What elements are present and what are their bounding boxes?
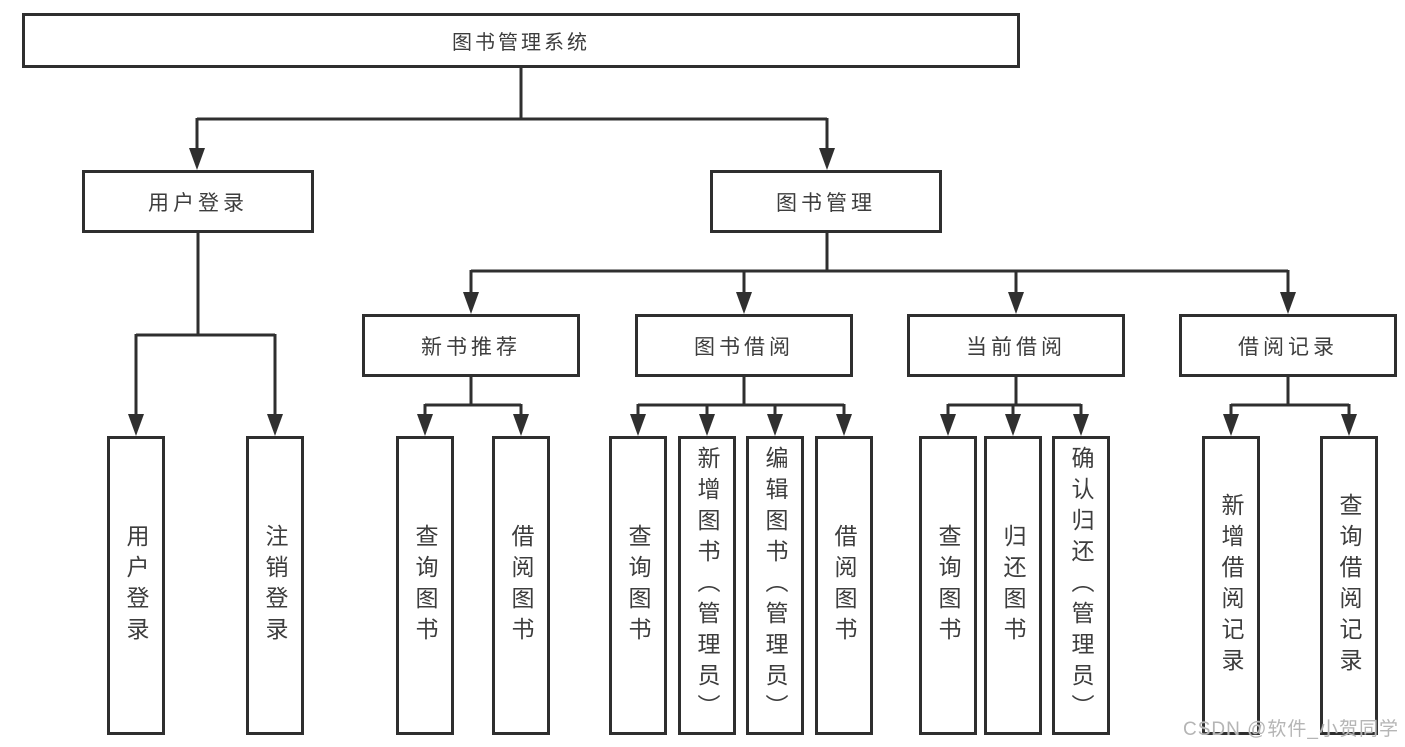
wire-book-management (469, 232, 1290, 294)
leaf-borrow-books-label: 借阅图书 (831, 523, 857, 648)
leaf-add-borrow-record-label: 新增借阅记录 (1218, 492, 1244, 679)
leaf-query-books-recommend-label: 查询图书 (412, 523, 438, 648)
leaf-query-books-current: 查询图书 (919, 436, 977, 735)
wire-borrowing (636, 376, 846, 417)
leaf-edit-books-admin: 编辑图书（管理员） (746, 436, 804, 735)
leaf-return-books: 归还图书 (984, 436, 1042, 735)
leaf-query-books-recommend: 查询图书 (396, 436, 454, 735)
wire-current (946, 376, 1083, 417)
leaf-logout: 注销登录 (246, 436, 304, 735)
leaf-query-books-borrowing-label: 查询图书 (625, 523, 651, 648)
leaf-add-books-admin: 新增图书（管理员） (678, 436, 736, 735)
node-new-book-recommendation: 新书推荐 (362, 314, 580, 377)
leaf-confirm-return-admin: 确认归还（管理员） (1052, 436, 1110, 735)
leaf-user-login: 用户登录 (107, 436, 165, 735)
leaf-edit-books-admin-label: 编辑图书（管理员） (762, 446, 788, 725)
wire-new-book (423, 376, 523, 417)
leaf-query-books-borrowing: 查询图书 (609, 436, 667, 735)
leaf-confirm-return-admin-label: 确认归还（管理员） (1068, 446, 1094, 725)
csdn-watermark: CSDN @软件_小贺同学 (1183, 719, 1399, 740)
leaf-query-borrow-record-label: 查询借阅记录 (1336, 492, 1362, 679)
leaf-query-borrow-record: 查询借阅记录 (1320, 436, 1378, 735)
leaf-query-books-current-label: 查询图书 (935, 523, 961, 648)
leaf-borrow-books: 借阅图书 (815, 436, 873, 735)
node-current-borrowing: 当前借阅 (907, 314, 1125, 377)
node-book-borrowing: 图书借阅 (635, 314, 853, 377)
leaf-borrow-books-recommend-label: 借阅图书 (508, 523, 534, 648)
node-borrowing-records: 借阅记录 (1179, 314, 1397, 377)
leaf-borrow-books-recommend: 借阅图书 (492, 436, 550, 735)
wire-root (195, 67, 829, 150)
wire-user-login (134, 232, 277, 416)
node-book-management: 图书管理 (710, 170, 942, 233)
wire-records (1229, 376, 1351, 417)
leaf-user-login-label: 用户登录 (123, 523, 149, 648)
leaf-return-books-label: 归还图书 (1000, 523, 1026, 648)
node-library-management-system: 图书管理系统 (22, 13, 1020, 68)
leaf-add-books-admin-label: 新增图书（管理员） (694, 446, 720, 725)
arrowheads (128, 148, 1357, 436)
node-user-login: 用户登录 (82, 170, 314, 233)
leaf-logout-label: 注销登录 (262, 523, 288, 648)
leaf-add-borrow-record: 新增借阅记录 (1202, 436, 1260, 735)
